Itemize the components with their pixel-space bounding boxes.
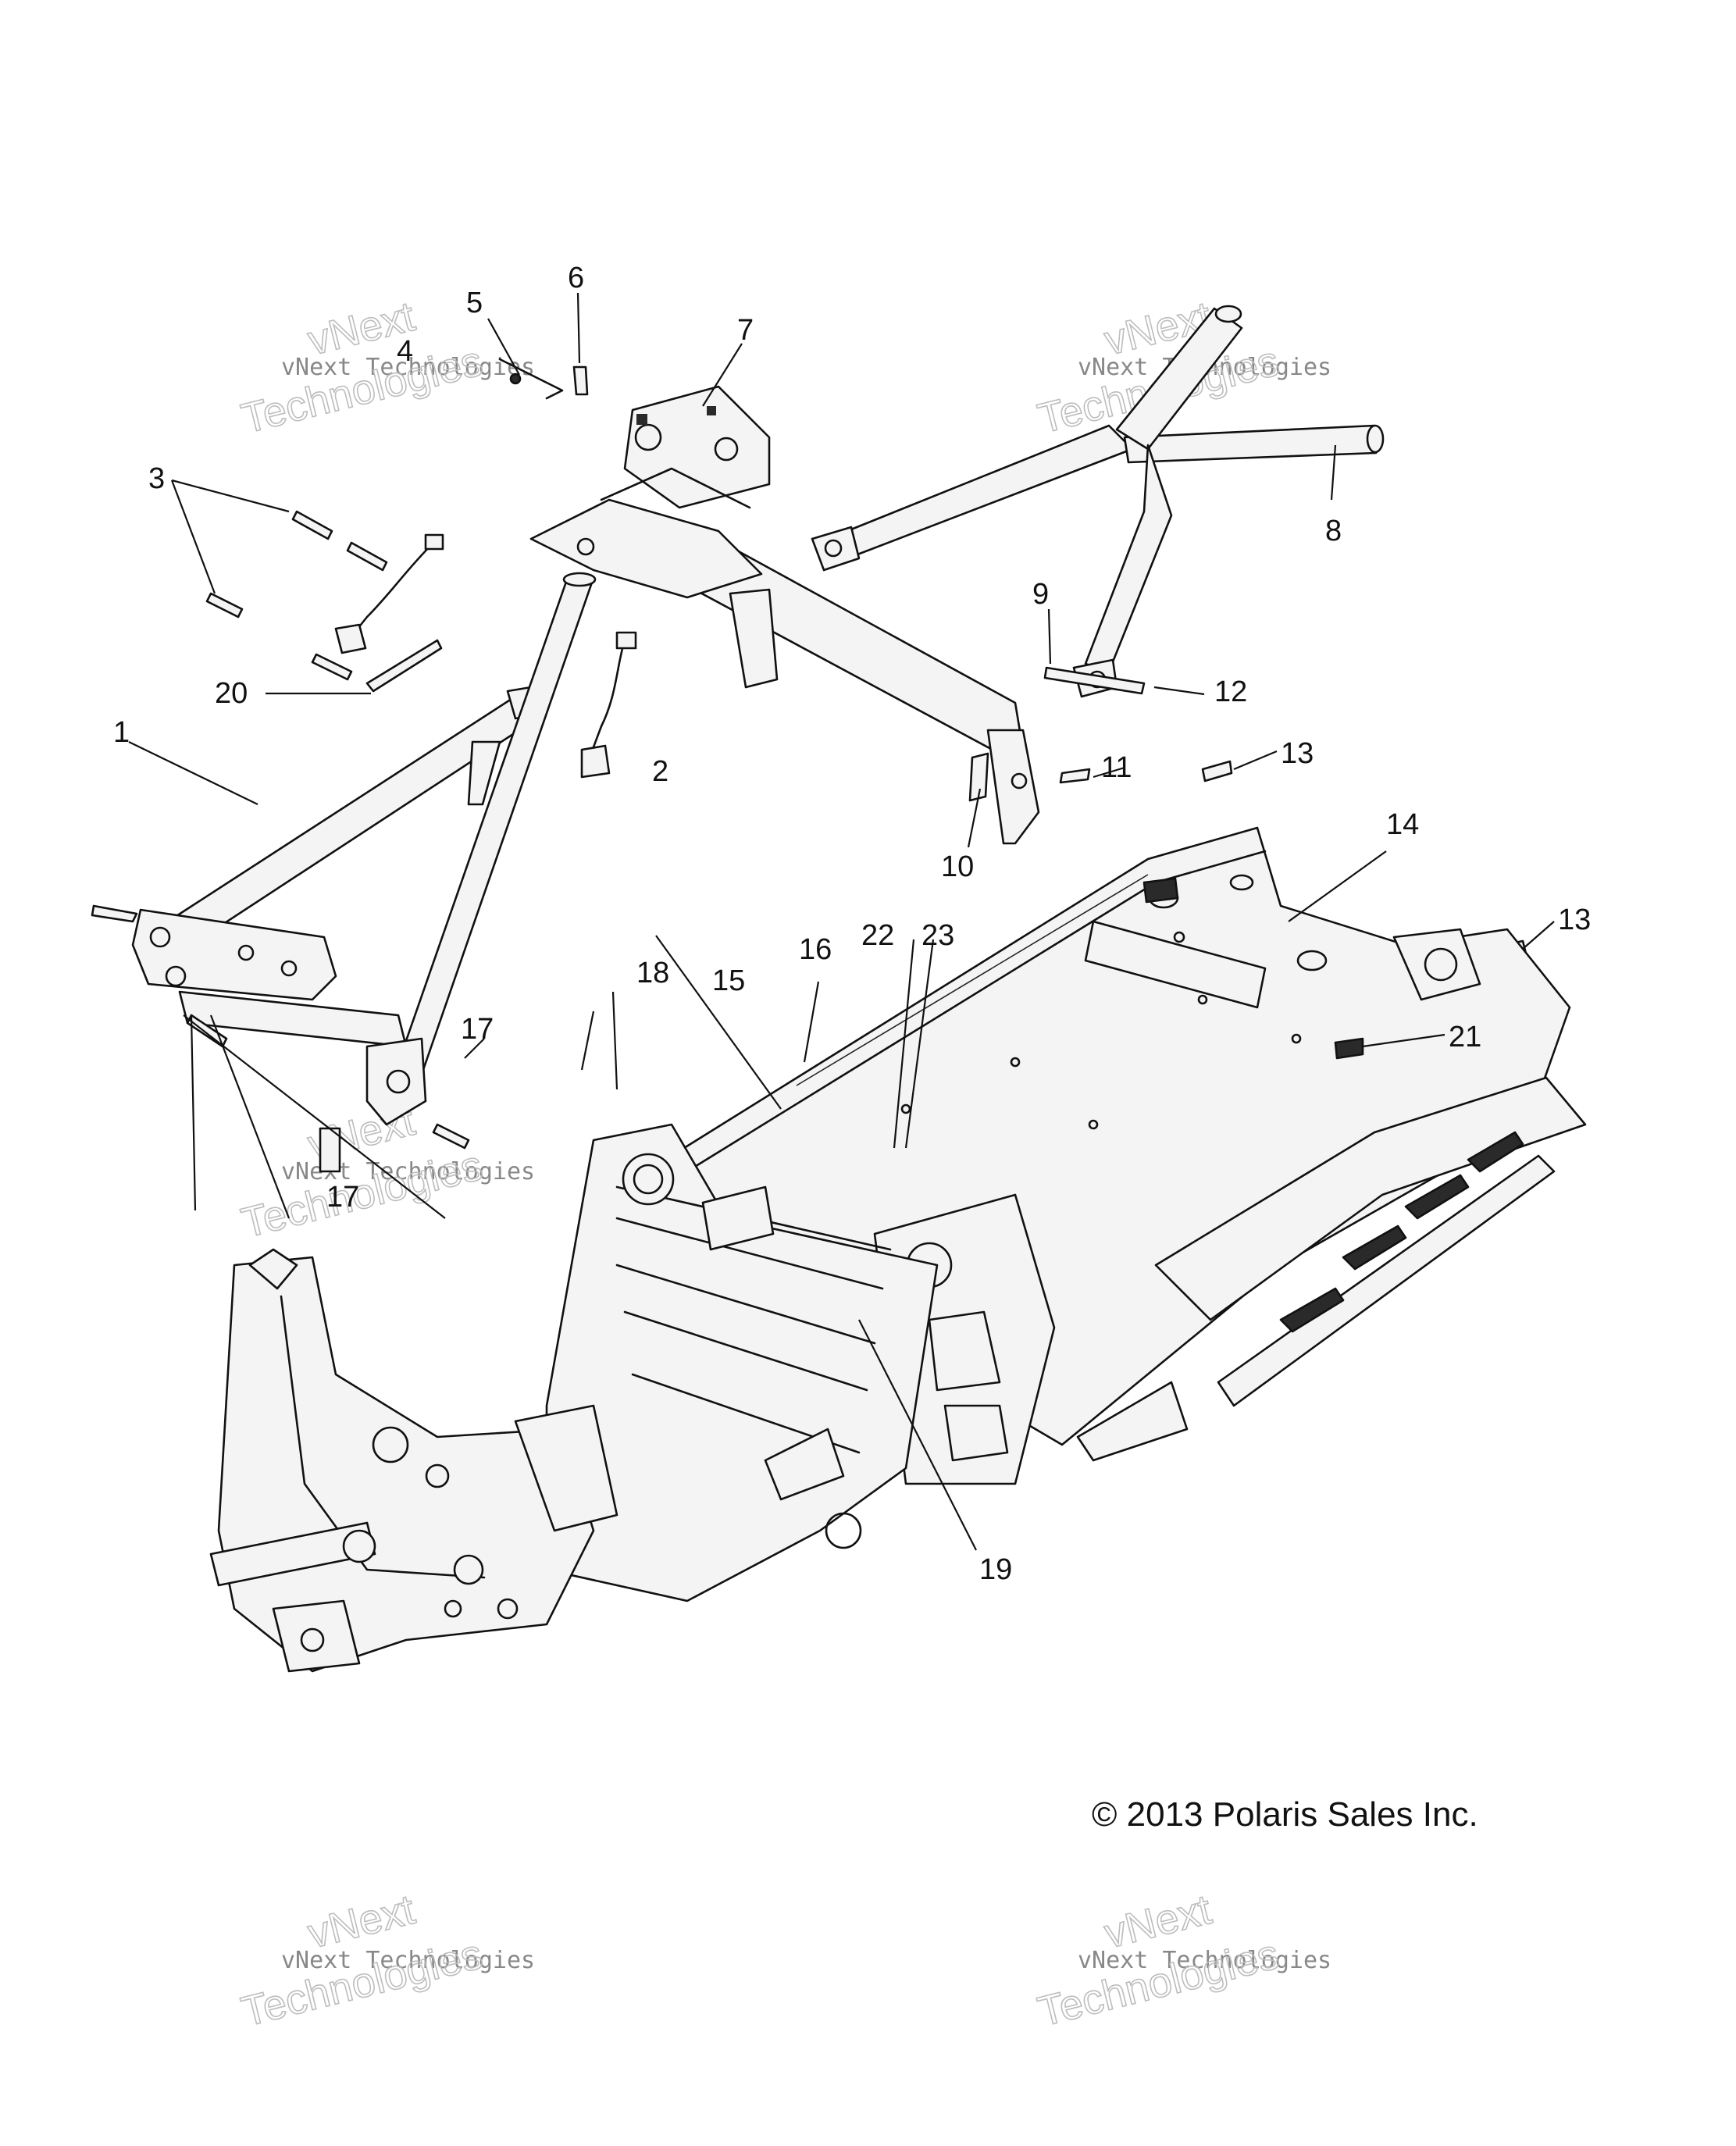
callouts: 1 2 3 4 5 6 7 8 9 10 11 12 13 13 14 15 1… bbox=[113, 262, 1591, 1586]
callout-8: 8 bbox=[1325, 515, 1342, 547]
callout-17b: 17 bbox=[326, 1181, 359, 1214]
front-strut bbox=[365, 572, 597, 1126]
callout-1: 1 bbox=[113, 716, 130, 749]
callout-18: 18 bbox=[636, 957, 669, 989]
front-bulkhead bbox=[545, 1123, 939, 1602]
callout-15: 15 bbox=[712, 964, 745, 997]
callout-3: 3 bbox=[148, 462, 165, 495]
chassis-lineart bbox=[91, 305, 1587, 1673]
callout-4: 4 bbox=[397, 335, 413, 368]
callout-19: 19 bbox=[979, 1553, 1012, 1586]
rear-tube-8 bbox=[811, 305, 1385, 698]
front-suspension bbox=[209, 1248, 618, 1673]
watermark: vNext vNext Technologies Technologies bbox=[237, 1885, 536, 2036]
watermark-text: vNext Technologies bbox=[1078, 1947, 1331, 1974]
leader-lines bbox=[128, 292, 1555, 1551]
callout-16: 16 bbox=[799, 933, 832, 966]
steering-block-7 bbox=[529, 385, 779, 689]
watermark-text: vNext Technologies bbox=[281, 354, 535, 381]
callout-21: 21 bbox=[1449, 1021, 1481, 1053]
rod-20 bbox=[365, 639, 443, 693]
callout-20: 20 bbox=[215, 677, 248, 710]
copyright-notice: © 2013 Polaris Sales Inc. bbox=[1092, 1795, 1478, 1834]
callout-5: 5 bbox=[466, 287, 483, 319]
callout-10: 10 bbox=[941, 850, 974, 883]
cable-2 bbox=[580, 631, 637, 779]
watermark: vNext vNext Technologies Technologies bbox=[237, 292, 536, 443]
callout-14: 14 bbox=[1386, 808, 1419, 841]
callout-22: 22 bbox=[861, 919, 894, 952]
cable-upper bbox=[334, 533, 444, 654]
bolt-group bbox=[91, 358, 1528, 1173]
running-board bbox=[1076, 1076, 1587, 1462]
callout-7: 7 bbox=[737, 314, 754, 347]
watermark: vNext vNext Technologies Technologies bbox=[1033, 1885, 1332, 2036]
callout-2: 2 bbox=[652, 755, 668, 788]
tunnel-edge bbox=[796, 874, 1149, 1086]
watermark-text: vNext Technologies bbox=[281, 1947, 535, 1974]
rod-short bbox=[467, 740, 501, 806]
callout-13a: 13 bbox=[1281, 737, 1314, 770]
callout-6: 6 bbox=[568, 262, 584, 294]
steering-bar bbox=[686, 522, 1040, 845]
callout-17a: 17 bbox=[461, 1013, 494, 1046]
callout-12: 12 bbox=[1214, 676, 1247, 708]
callout-13b: 13 bbox=[1558, 904, 1591, 936]
callout-9: 9 bbox=[1032, 578, 1049, 611]
callout-23: 23 bbox=[921, 919, 954, 952]
callout-11: 11 bbox=[1101, 751, 1132, 784]
